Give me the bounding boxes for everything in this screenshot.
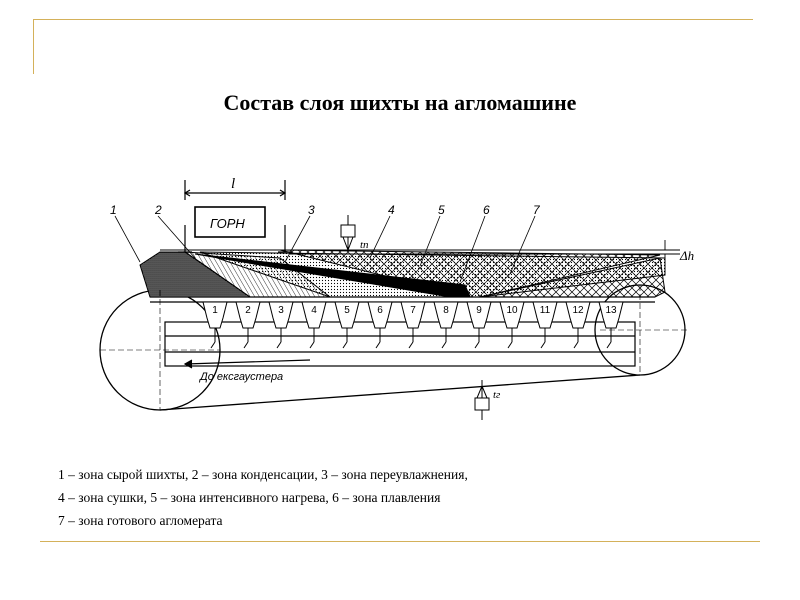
callout-5: 5 <box>438 203 445 217</box>
bottom-strand <box>159 374 641 411</box>
legend-line-2: 4 – зона сушки, 5 – зона интенсивного на… <box>58 490 441 505</box>
thermocouple-bottom <box>474 380 490 420</box>
chamber-8: 8 <box>433 301 459 349</box>
slide-title: Состав слоя шихты на агломашине <box>223 90 577 115</box>
frame-left-line <box>33 19 34 74</box>
ignition-hood <box>178 180 292 253</box>
callout-3: 3 <box>308 203 315 217</box>
sinter-machine-diagram: ГОРН l 1 2 3 4 5 6 7 tп tг Δh До ексг <box>99 176 694 420</box>
zone-sinter <box>479 257 666 298</box>
legend: 1 – зона сырой шихты, 2 – зона конденсац… <box>58 463 468 532</box>
chamber-label: 8 <box>443 305 449 316</box>
chamber-label: 12 <box>572 305 584 316</box>
length-label: l <box>231 176 235 192</box>
chamber-label: 4 <box>311 305 317 316</box>
callout-2: 2 <box>154 203 162 217</box>
tp-label: tп <box>360 239 369 251</box>
chamber-label: 1 <box>212 305 218 316</box>
callout-7: 7 <box>533 203 541 217</box>
zone-heating <box>194 253 471 298</box>
callout-leaders <box>114 215 536 283</box>
chamber-3: 3 <box>268 301 294 349</box>
callout-6: 6 <box>483 203 490 217</box>
frame-bottom-line <box>40 541 760 542</box>
dh-label: Δh <box>679 248 694 263</box>
chamber-label: 3 <box>278 305 284 316</box>
chamber-10: 10 <box>499 301 525 349</box>
chamber-2: 2 <box>235 301 261 349</box>
chamber-13: 13 <box>598 301 624 349</box>
chamber-5: 5 <box>334 301 360 349</box>
chamber-label: 7 <box>410 305 416 316</box>
chamber-label: 11 <box>540 305 551 316</box>
chamber-label: 2 <box>245 305 251 316</box>
chamber-12: 12 <box>565 301 591 349</box>
chamber-4: 4 <box>301 301 327 349</box>
frame-top-line <box>33 19 753 20</box>
chamber-label: 10 <box>506 305 518 316</box>
exhaust-arrow <box>183 359 311 369</box>
chamber-11: 11 <box>532 301 558 349</box>
chamber-label: 9 <box>476 305 482 316</box>
legend-line-3: 7 – зона готового агломерата <box>58 513 223 528</box>
legend-line-1: 1 – зона сырой шихты, 2 – зона конденсац… <box>58 467 468 482</box>
charge-layer <box>139 249 666 298</box>
chamber-7: 7 <box>400 301 426 349</box>
callout-4: 4 <box>388 203 395 217</box>
wind-box-duct <box>164 321 636 367</box>
tr-label: tг <box>493 389 501 401</box>
callout-1: 1 <box>110 203 117 217</box>
exhaust-label: До ексгаустера <box>198 371 283 383</box>
chamber-6: 6 <box>367 301 393 349</box>
gorn-label: ГОРН <box>210 216 245 231</box>
chamber-label: 13 <box>605 305 617 316</box>
conveyor <box>99 284 686 411</box>
thermocouple-top <box>340 215 356 252</box>
chamber-label: 5 <box>344 305 350 316</box>
chamber-9: 9 <box>466 301 492 349</box>
chamber-label: 6 <box>377 305 383 316</box>
chamber-1: 1 <box>202 301 228 349</box>
